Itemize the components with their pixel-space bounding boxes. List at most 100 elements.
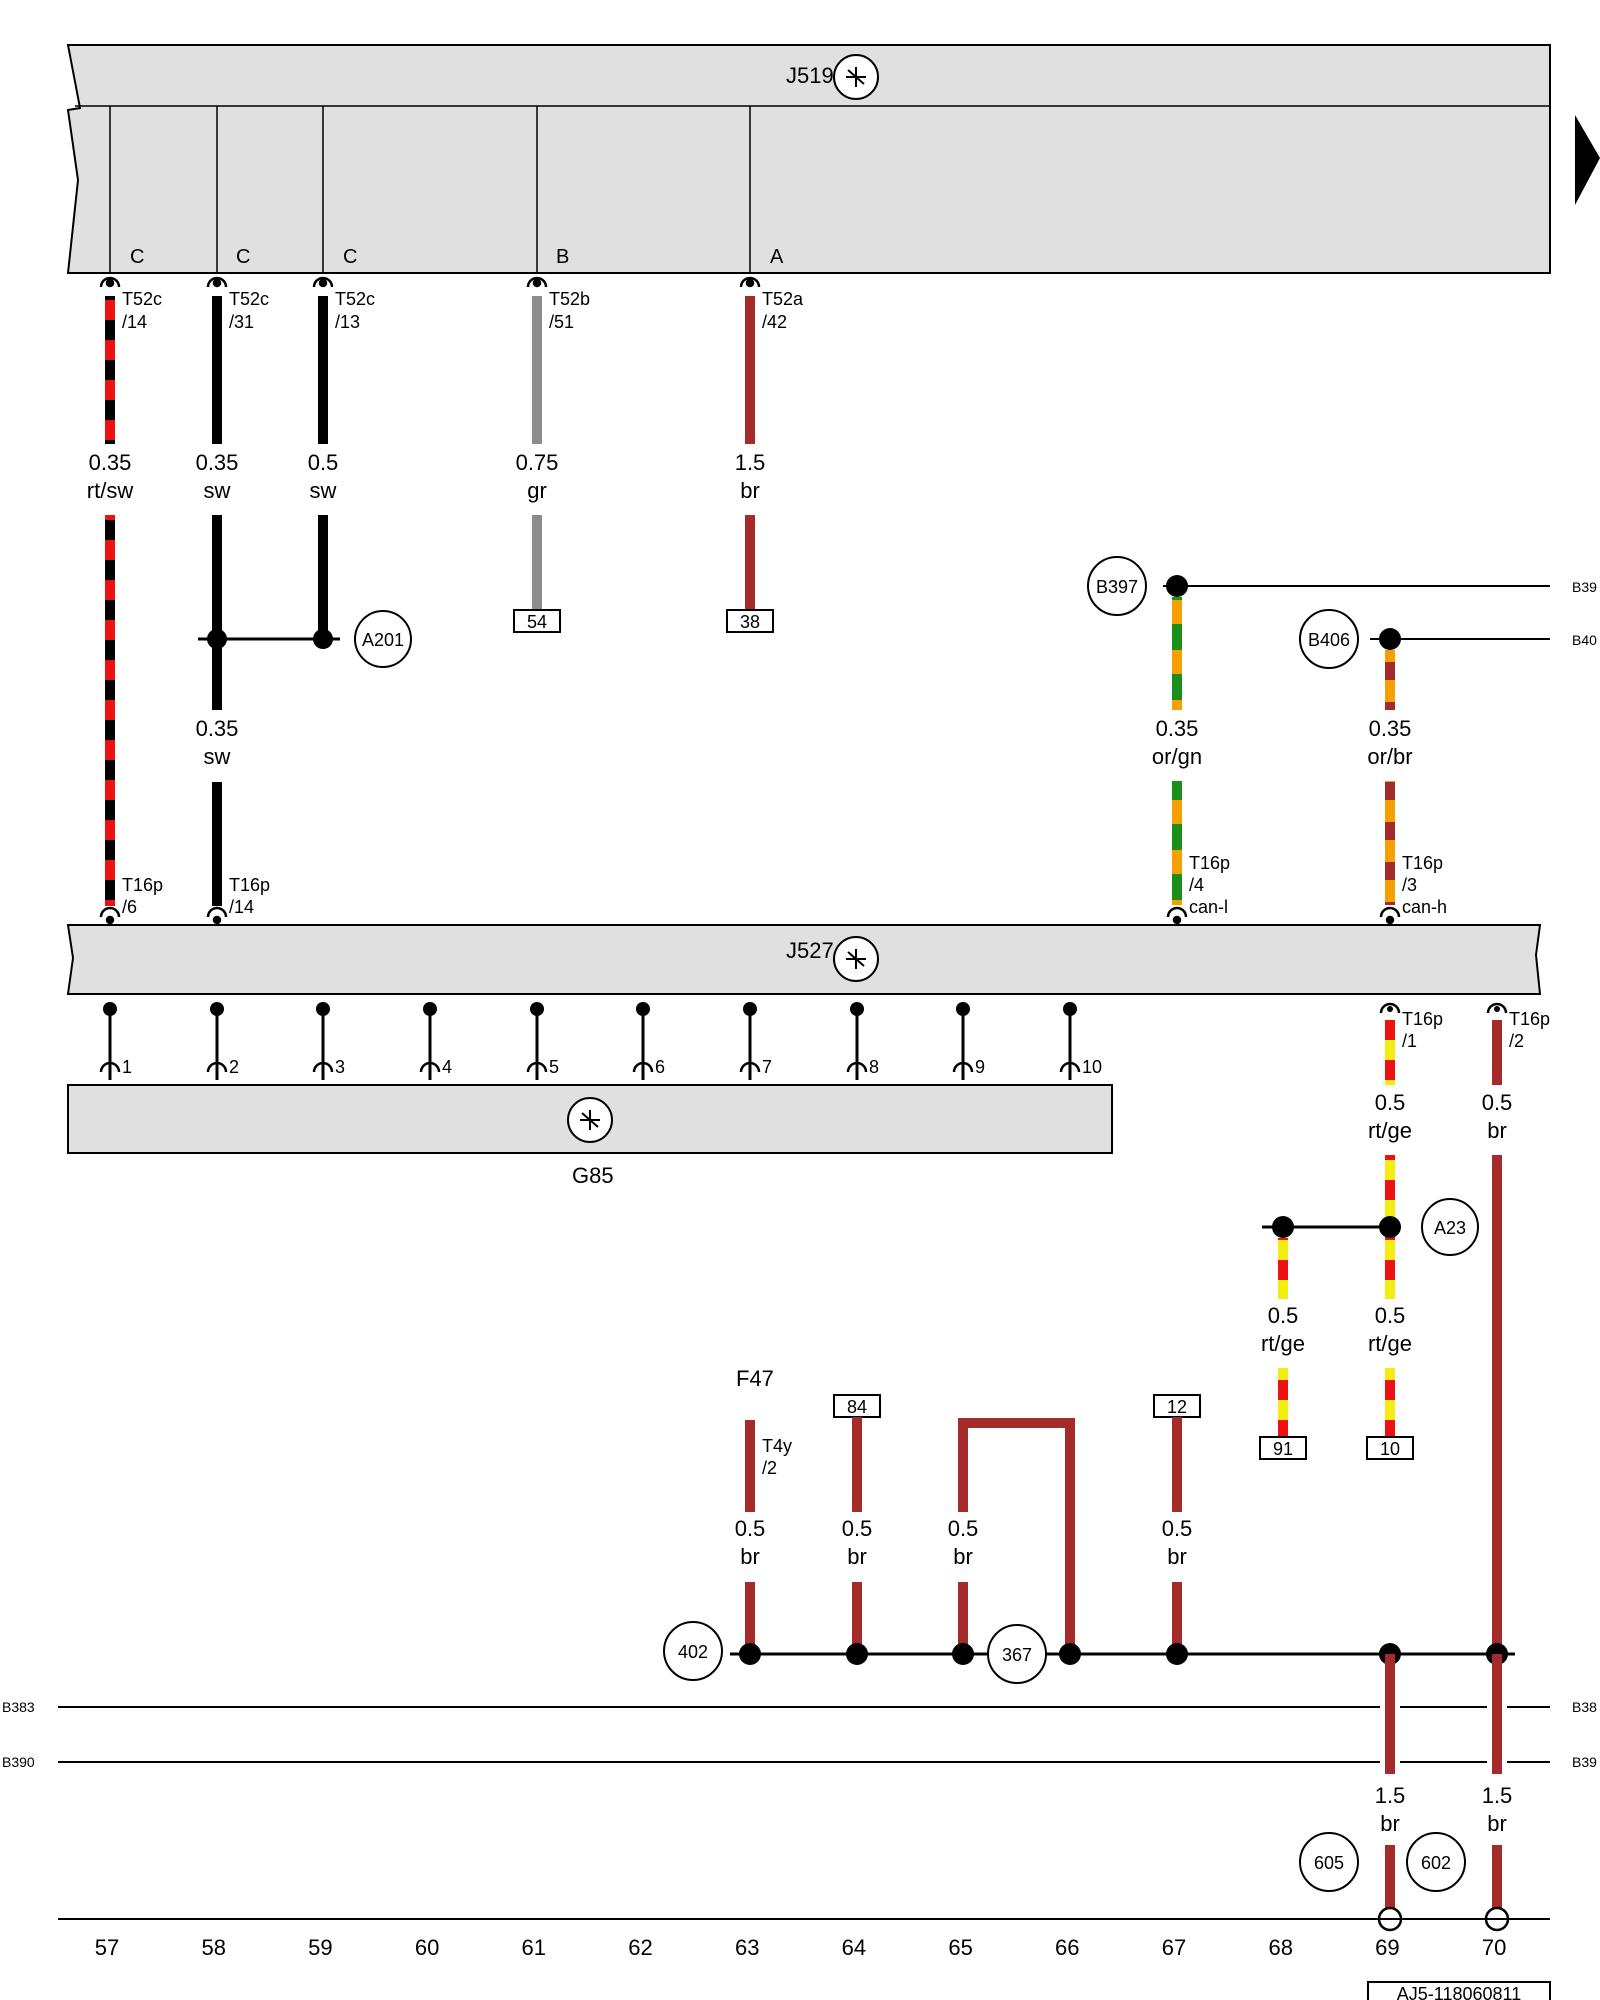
node-b406: B406	[1308, 630, 1350, 650]
column-number: 69	[1375, 1935, 1399, 1960]
j527-conn-69b: T16p	[1402, 1009, 1443, 1029]
wire-color-59: sw	[310, 478, 337, 503]
upper-wires	[105, 296, 755, 906]
j519-pin-63: /42	[762, 312, 787, 332]
wire-color-58: sw	[204, 478, 231, 503]
wire-gauge-68: 0.5	[1268, 1303, 1299, 1328]
node-605: 605	[1314, 1853, 1344, 1873]
column-number: 57	[95, 1935, 119, 1960]
j527-upper-connectors	[99, 906, 1401, 925]
j527-pin-57: /6	[122, 897, 137, 917]
g85-link-dot	[316, 1002, 330, 1016]
j527-pin-58: /14	[229, 897, 254, 917]
wire-color-70b: br	[1487, 1811, 1507, 1836]
ref-box-10: 10	[1366, 1436, 1414, 1460]
ref-box-54: 54	[513, 609, 561, 633]
j527-sig-69: can-h	[1402, 897, 1447, 917]
g85-link-dot	[210, 1002, 224, 1016]
j527-sig-67: can-l	[1189, 897, 1228, 917]
j519-conn-61: T52b	[549, 289, 590, 309]
g85-pin-label: 6	[655, 1057, 665, 1077]
wire-color-67b: br	[1167, 1544, 1187, 1569]
wire-color-61: gr	[527, 478, 547, 503]
page-continue-arrow-icon	[1575, 115, 1600, 205]
ground-bus	[663, 1621, 1515, 1684]
g85-pin-label: 9	[975, 1057, 985, 1077]
doc-code: AJ5-118060811	[1397, 1984, 1521, 2000]
g85-connector-icon	[952, 1061, 974, 1073]
g85-link-dot	[103, 1002, 117, 1016]
plug-letter-57: C	[130, 246, 144, 268]
ref-box-38: 38	[726, 609, 774, 633]
ground-wires	[745, 1417, 1182, 1654]
g85-pin-label: 8	[869, 1057, 879, 1077]
j519-internal-lines	[109, 106, 751, 273]
column-number: 61	[522, 1935, 546, 1960]
wire-gauge-63b: 0.5	[735, 1516, 766, 1541]
wire-color-69c: rt/ge	[1368, 1331, 1412, 1356]
g85-pin-label: 7	[762, 1057, 772, 1077]
j519-pin-57: /14	[122, 312, 147, 332]
j519-conn-57: T52c	[122, 289, 162, 309]
node-b397: B397	[1096, 577, 1138, 597]
wire-color-64: br	[847, 1544, 867, 1569]
g85-connector-icon	[419, 1061, 441, 1073]
j527-unit: J527	[66, 924, 1542, 995]
plug-letter-63: A	[770, 246, 784, 268]
wire-gauge-57: 0.35	[89, 450, 132, 475]
edge-label-b406: B40	[1572, 632, 1597, 648]
wire-gauge-69d: 1.5	[1375, 1783, 1406, 1808]
svg-text:91: 91	[1273, 1439, 1293, 1459]
wire-color-67a: or/gn	[1152, 744, 1202, 769]
column-number: 70	[1482, 1935, 1506, 1960]
wire-color-63b: br	[740, 1544, 760, 1569]
node-367: 367	[1002, 1645, 1032, 1665]
j527-conn-70: T16p	[1509, 1009, 1550, 1029]
j519-unit: J519	[66, 44, 1600, 274]
g85-pin-label: 3	[335, 1057, 345, 1077]
column-number: 59	[308, 1935, 332, 1960]
splice-a201: A201	[198, 610, 412, 668]
wire-color-63: br	[740, 478, 760, 503]
g85-link-dot	[636, 1002, 650, 1016]
g85-connector-icon	[632, 1061, 654, 1073]
edge-label-b390-right: B39	[1572, 1754, 1597, 1770]
g85-connector-icon	[99, 1061, 121, 1073]
g85-connector-icon	[1059, 1061, 1081, 1073]
wire-gauge-64: 0.5	[842, 1516, 873, 1541]
splice-a23	[1262, 1198, 1479, 1438]
wire-color-57: rt/sw	[87, 478, 134, 503]
j527-label: J527	[786, 938, 834, 963]
wire-color-69b: rt/ge	[1368, 1118, 1412, 1143]
column-number: 64	[842, 1935, 866, 1960]
j519-pin-59: /13	[335, 312, 360, 332]
wire-gauge-58: 0.35	[196, 450, 239, 475]
node-602: 602	[1421, 1853, 1451, 1873]
ref-box-84: 84	[833, 1394, 881, 1418]
svg-text:12: 12	[1167, 1397, 1187, 1417]
j527-conn-69: T16p	[1402, 853, 1443, 873]
wire-gauge-70a: 0.5	[1482, 1090, 1513, 1115]
wire-color-58b: sw	[204, 744, 231, 769]
ref-box-12: 12	[1153, 1394, 1201, 1418]
g85-connector-icon	[206, 1061, 228, 1073]
column-number: 62	[628, 1935, 652, 1960]
g85-pin-label: 5	[549, 1057, 559, 1077]
ref-box-91: 91	[1259, 1436, 1307, 1460]
g85-connector-icon	[846, 1061, 868, 1073]
edge-label-b383-right: B38	[1572, 1699, 1597, 1715]
column-number: 66	[1055, 1935, 1079, 1960]
node-a23: A23	[1434, 1218, 1466, 1238]
svg-text:54: 54	[527, 612, 547, 632]
plug-letter-59: C	[343, 246, 357, 268]
g85-connector-icon	[312, 1061, 334, 1073]
column-number: 60	[415, 1935, 439, 1960]
column-number: 67	[1162, 1935, 1186, 1960]
svg-text:38: 38	[740, 612, 760, 632]
wire-color-69d: br	[1380, 1811, 1400, 1836]
wire-gauge-69b: 0.5	[1375, 1090, 1406, 1115]
bus-lines	[58, 1706, 1550, 1763]
g85-pin-label: 1	[122, 1057, 132, 1077]
